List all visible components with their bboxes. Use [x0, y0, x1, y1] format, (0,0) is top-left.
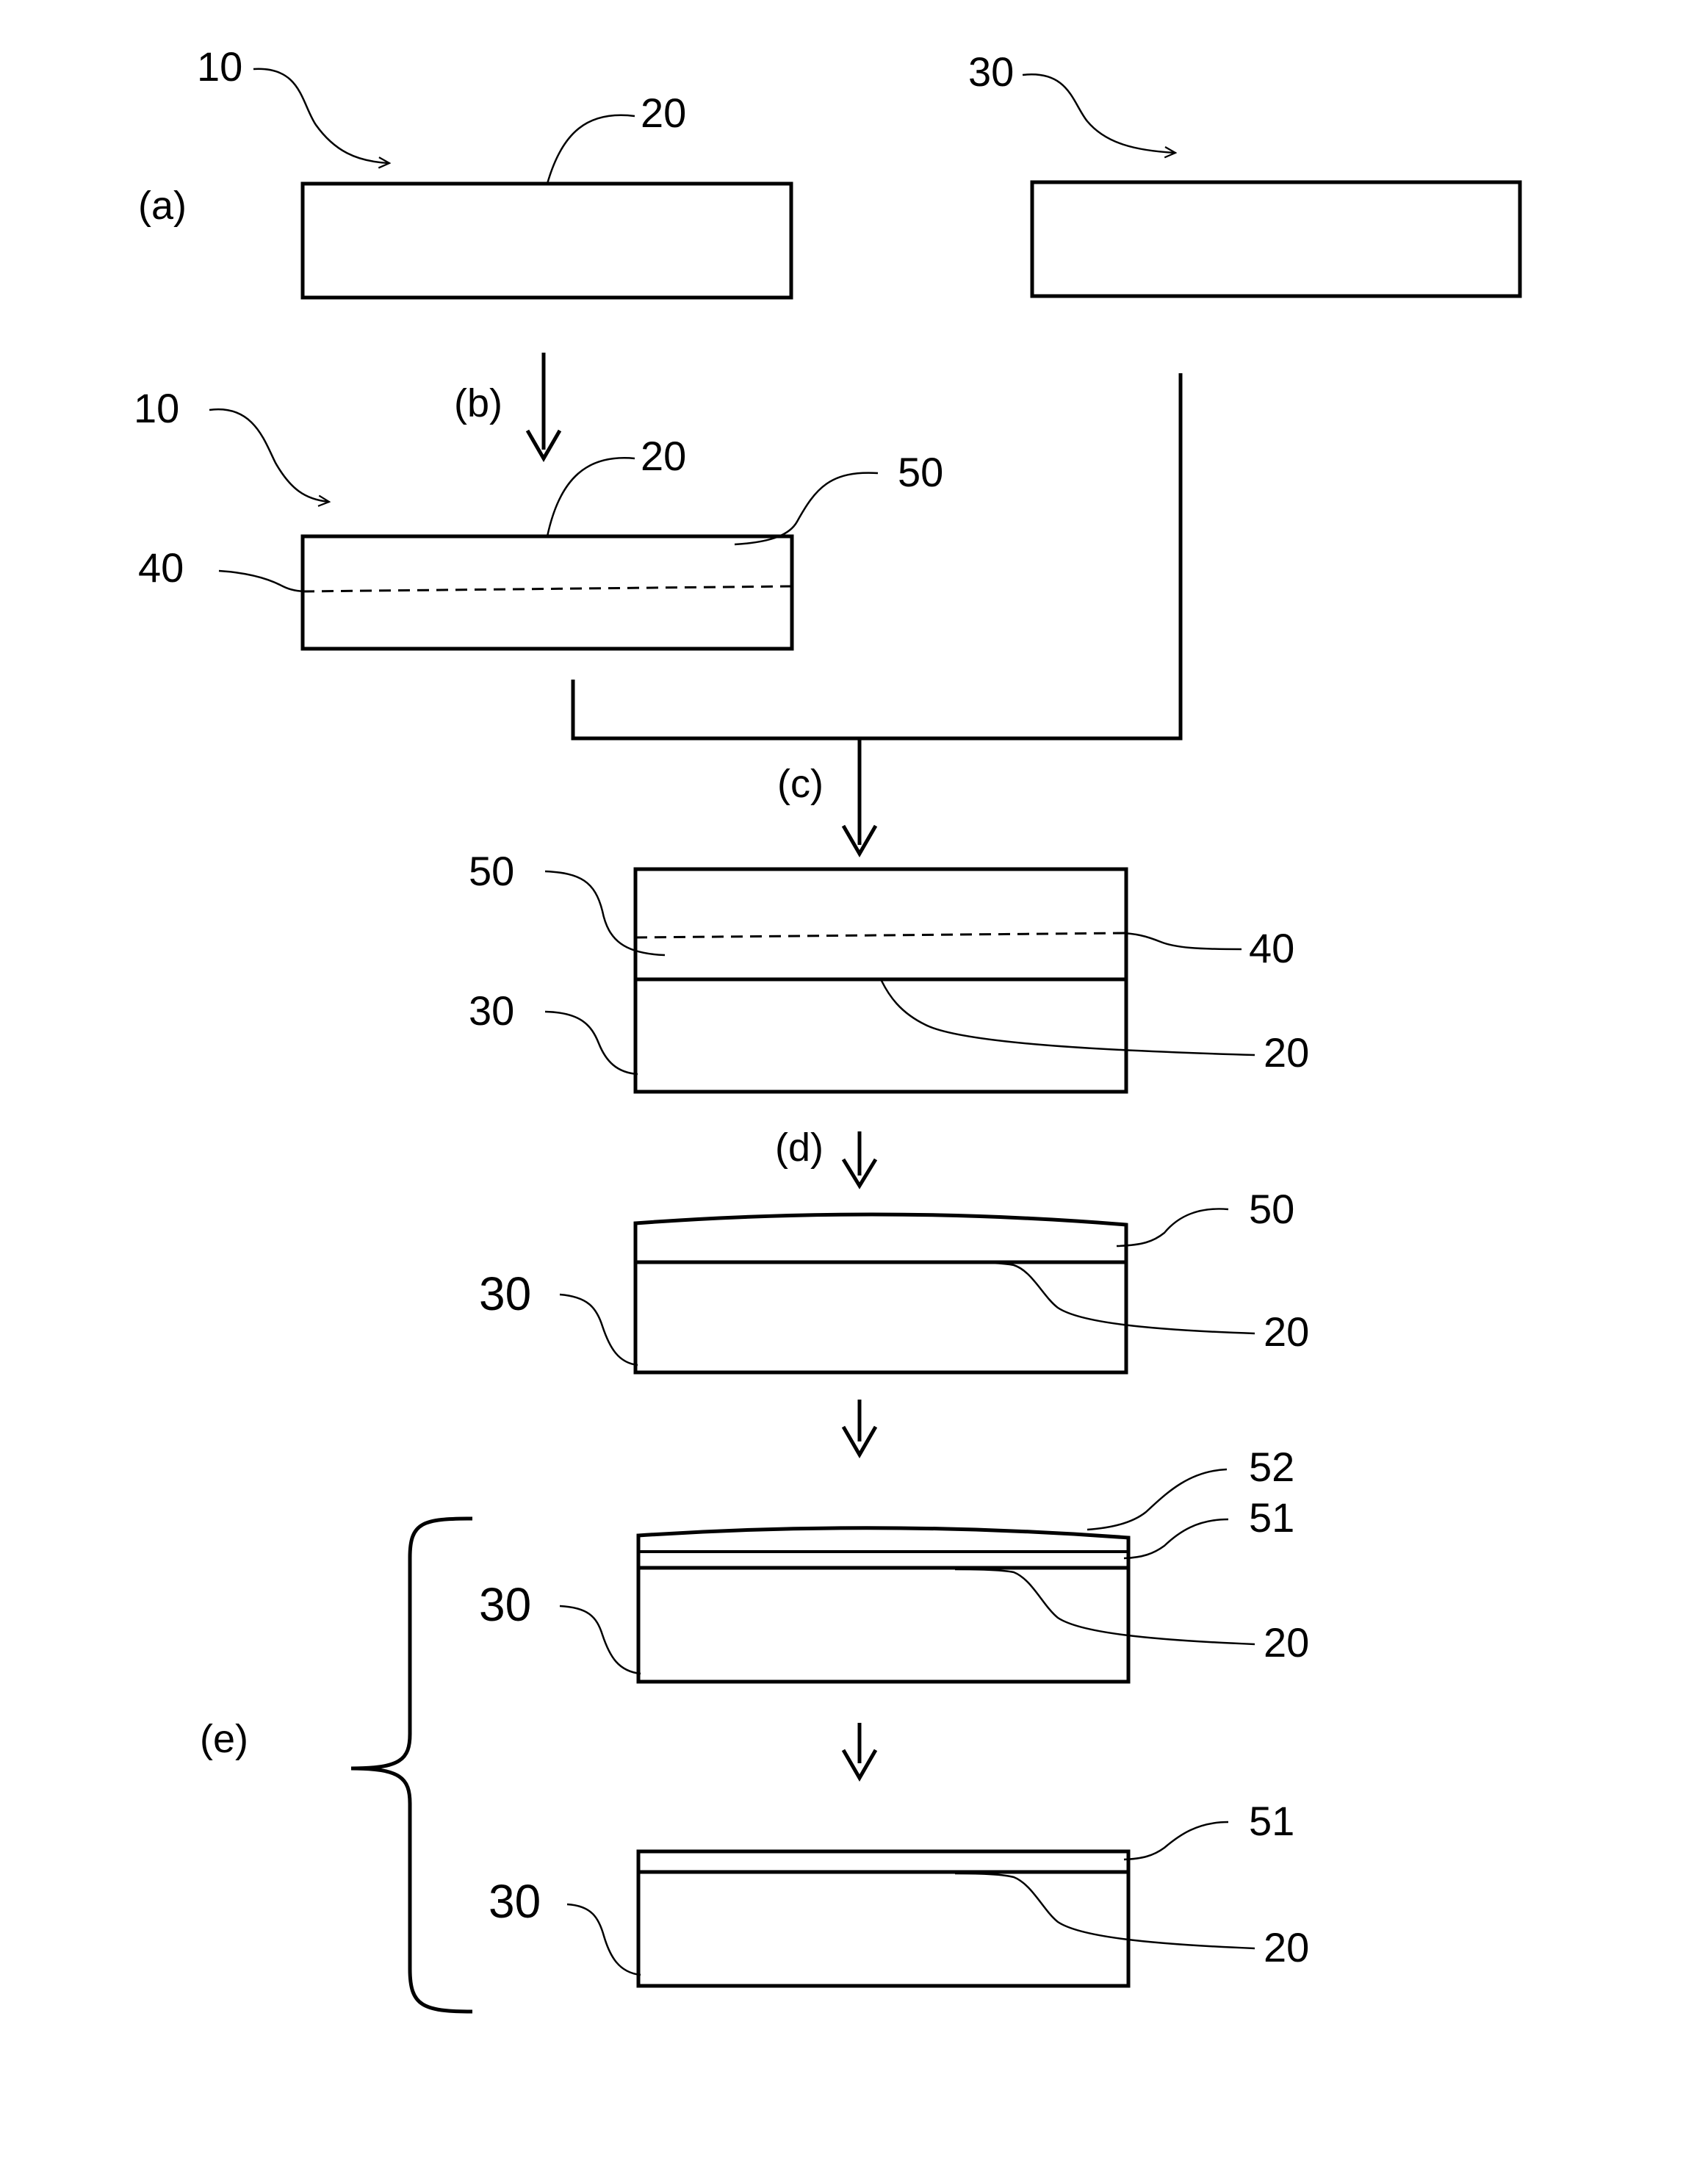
final-layer-e2 [638, 1851, 1128, 1872]
step-c: (c) 50 40 30 20 [469, 373, 1309, 1092]
merge-bracket [573, 373, 1181, 738]
leader-30-a [1023, 74, 1175, 153]
ref-50-d: 50 [1249, 1186, 1294, 1232]
leader-50-c [545, 871, 665, 955]
donor-substrate-a [303, 184, 791, 298]
step-a: (a) 10 20 30 [138, 43, 1520, 298]
ref-30-c: 30 [469, 987, 514, 1034]
leader-10-b [209, 409, 329, 502]
ref-40-c: 40 [1249, 925, 1294, 971]
leader-40-c [1117, 933, 1242, 949]
ref-52-e1: 52 [1249, 1444, 1294, 1490]
ref-50-c: 50 [469, 848, 514, 894]
ref-40-b: 40 [138, 544, 184, 591]
leader-20-d [955, 1262, 1255, 1333]
ref-20-b: 20 [641, 433, 686, 479]
ref-30-e1: 30 [479, 1578, 531, 1631]
ref-30-e2: 30 [489, 1875, 541, 1928]
ref-51-e1: 51 [1249, 1494, 1294, 1541]
leader-30-e1 [560, 1606, 641, 1674]
ref-20-d: 20 [1264, 1308, 1309, 1355]
step-label-e: (e) [200, 1717, 248, 1761]
leader-50-b [735, 473, 878, 544]
split-layer-e1 [638, 1528, 1128, 1568]
step-label-c: (c) [777, 762, 824, 806]
ref-10-b: 10 [134, 385, 179, 431]
leader-10-a [253, 69, 389, 163]
ref-20-e2: 20 [1264, 1924, 1309, 1970]
leader-20-e2 [955, 1873, 1255, 1948]
leader-20-b [547, 458, 635, 536]
step-d: (d) 50 30 20 [479, 1126, 1309, 1372]
ref-10-a: 10 [197, 43, 242, 90]
leader-20-e1 [955, 1569, 1255, 1644]
support-substrate-a [1032, 182, 1520, 296]
leader-20-c [882, 981, 1255, 1055]
leader-50-d [1117, 1209, 1228, 1246]
step-label-b: (b) [454, 381, 502, 425]
step-e-brace [351, 1519, 472, 2012]
leader-51-e1 [1124, 1519, 1228, 1558]
support-substrate-e1 [638, 1568, 1128, 1682]
leader-30-e2 [567, 1904, 641, 1975]
leader-30-d [560, 1295, 638, 1365]
support-substrate-d [635, 1262, 1126, 1372]
ref-30-d: 30 [479, 1267, 531, 1320]
ref-50-b: 50 [898, 449, 943, 495]
step-label-d: (d) [775, 1126, 824, 1170]
leader-20-a [547, 115, 635, 184]
leader-51-e2 [1124, 1822, 1228, 1859]
transferred-layer-d [635, 1214, 1126, 1262]
weakened-plane-b [303, 586, 792, 591]
leader-30-c [545, 1012, 638, 1074]
step-b: (b) 10 20 50 40 [134, 353, 943, 649]
ref-20-e1: 20 [1264, 1619, 1309, 1666]
ref-20-a: 20 [641, 90, 686, 136]
support-substrate-e2 [638, 1872, 1128, 1986]
donor-substrate-b [303, 536, 792, 649]
ref-20-c: 20 [1264, 1029, 1309, 1076]
leader-52-e1 [1087, 1469, 1227, 1530]
ref-51-e2: 51 [1249, 1798, 1294, 1844]
step-label-a: (a) [138, 184, 187, 228]
leader-40-b [219, 571, 309, 591]
step-e: (e) 52 51 30 20 51 30 20 [200, 1400, 1309, 2012]
ref-30-a: 30 [968, 48, 1014, 95]
weakened-plane-c [635, 933, 1126, 937]
